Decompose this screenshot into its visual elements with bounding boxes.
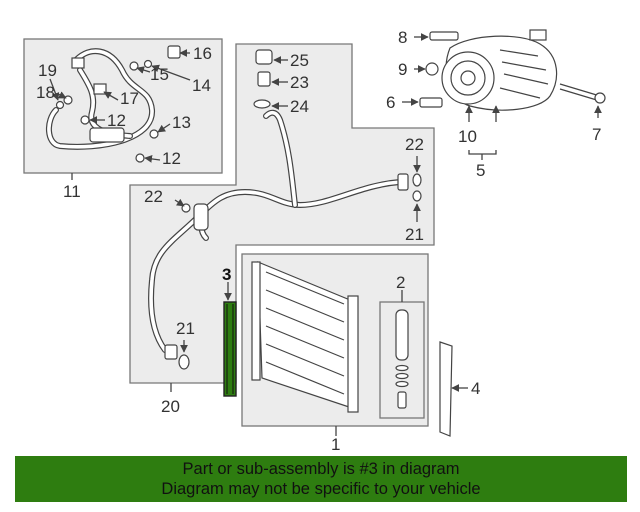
condenser-group-1	[241, 253, 429, 436]
callout-2: 2	[396, 273, 405, 292]
callout-15: 15	[150, 65, 169, 84]
o-ring-21a	[178, 354, 190, 370]
banner-line-1: Part or sub-assembly is #3 in diagram	[182, 460, 460, 478]
compressor-assembly	[402, 29, 606, 160]
callout-5: 5	[476, 161, 485, 180]
bolt-8	[429, 31, 459, 41]
condenser-tank-left	[251, 261, 261, 381]
part-info-banner: Part or sub-assembly is #3 in diagram Di…	[15, 456, 627, 502]
drier-plug	[397, 391, 407, 409]
callout-8: 8	[398, 28, 407, 47]
callout-19: 19	[38, 61, 57, 80]
banner-line-2: Diagram may not be specific to your vehi…	[161, 480, 481, 498]
group-box-20	[129, 43, 435, 384]
drier-cartridge	[395, 309, 409, 361]
callout-11: 11	[63, 182, 81, 201]
o-ring-21b	[412, 190, 422, 202]
o-ring-13	[149, 129, 159, 139]
line-end-fitting	[164, 344, 178, 360]
callout-7: 7	[592, 125, 601, 144]
callout-22b: 22	[144, 187, 163, 206]
callout-25: 25	[290, 51, 309, 70]
seal-part-4	[439, 341, 453, 437]
parts-diagram: 1 2 3 4 5 6 7 8 9 10 11 12 12 13 14 15 1…	[23, 28, 606, 454]
callout-23: 23	[290, 73, 309, 92]
o-ring-24	[253, 99, 271, 109]
hose-assembly-group-11	[23, 38, 223, 180]
cap-25	[255, 49, 273, 65]
callout-17: 17	[120, 89, 139, 108]
callout-12b: 12	[162, 149, 181, 168]
valve-core-23	[257, 71, 271, 87]
condenser-tank-right	[347, 295, 359, 413]
cap-16	[167, 45, 181, 59]
o-ring-14	[143, 59, 153, 69]
callout-6: 6	[386, 93, 395, 112]
bolt-6	[419, 97, 443, 108]
side-seal-4	[439, 341, 468, 437]
callout-16: 16	[193, 44, 212, 63]
hose-block-fitting	[89, 127, 125, 143]
compressor-port	[529, 29, 547, 41]
callout-3: 3	[222, 265, 231, 284]
callout-22a: 22	[405, 135, 424, 154]
o-ring-22a	[412, 173, 422, 187]
callout-1: 1	[331, 435, 340, 454]
o-ring-15	[129, 61, 139, 71]
callout-24: 24	[290, 97, 309, 116]
callout-20: 20	[161, 397, 180, 416]
callout-9: 9	[398, 60, 407, 79]
liquid-line-group-20	[129, 43, 435, 392]
callout-21b: 21	[405, 225, 424, 244]
callout-4: 4	[471, 379, 480, 398]
hose-fitting	[71, 57, 85, 69]
nut-9	[425, 62, 439, 76]
pipe-end-fitting	[397, 173, 409, 191]
callout-14: 14	[192, 76, 211, 95]
callout-10: 10	[458, 127, 477, 146]
line-fitting-block	[193, 203, 209, 231]
highlighted-part-3	[223, 282, 237, 397]
drier-o-ring	[395, 364, 409, 372]
o-ring-12b	[135, 153, 145, 163]
valve-17	[93, 83, 107, 95]
pulley-hub	[460, 70, 476, 86]
callout-13: 13	[172, 113, 191, 132]
o-ring-19	[55, 100, 65, 110]
o-ring-12a	[80, 115, 90, 125]
callout-18: 18	[36, 83, 55, 102]
bolt-7	[559, 83, 601, 97]
seal-part-3	[223, 301, 237, 397]
callout-12a: 12	[107, 111, 126, 130]
callout-21a: 21	[176, 319, 195, 338]
